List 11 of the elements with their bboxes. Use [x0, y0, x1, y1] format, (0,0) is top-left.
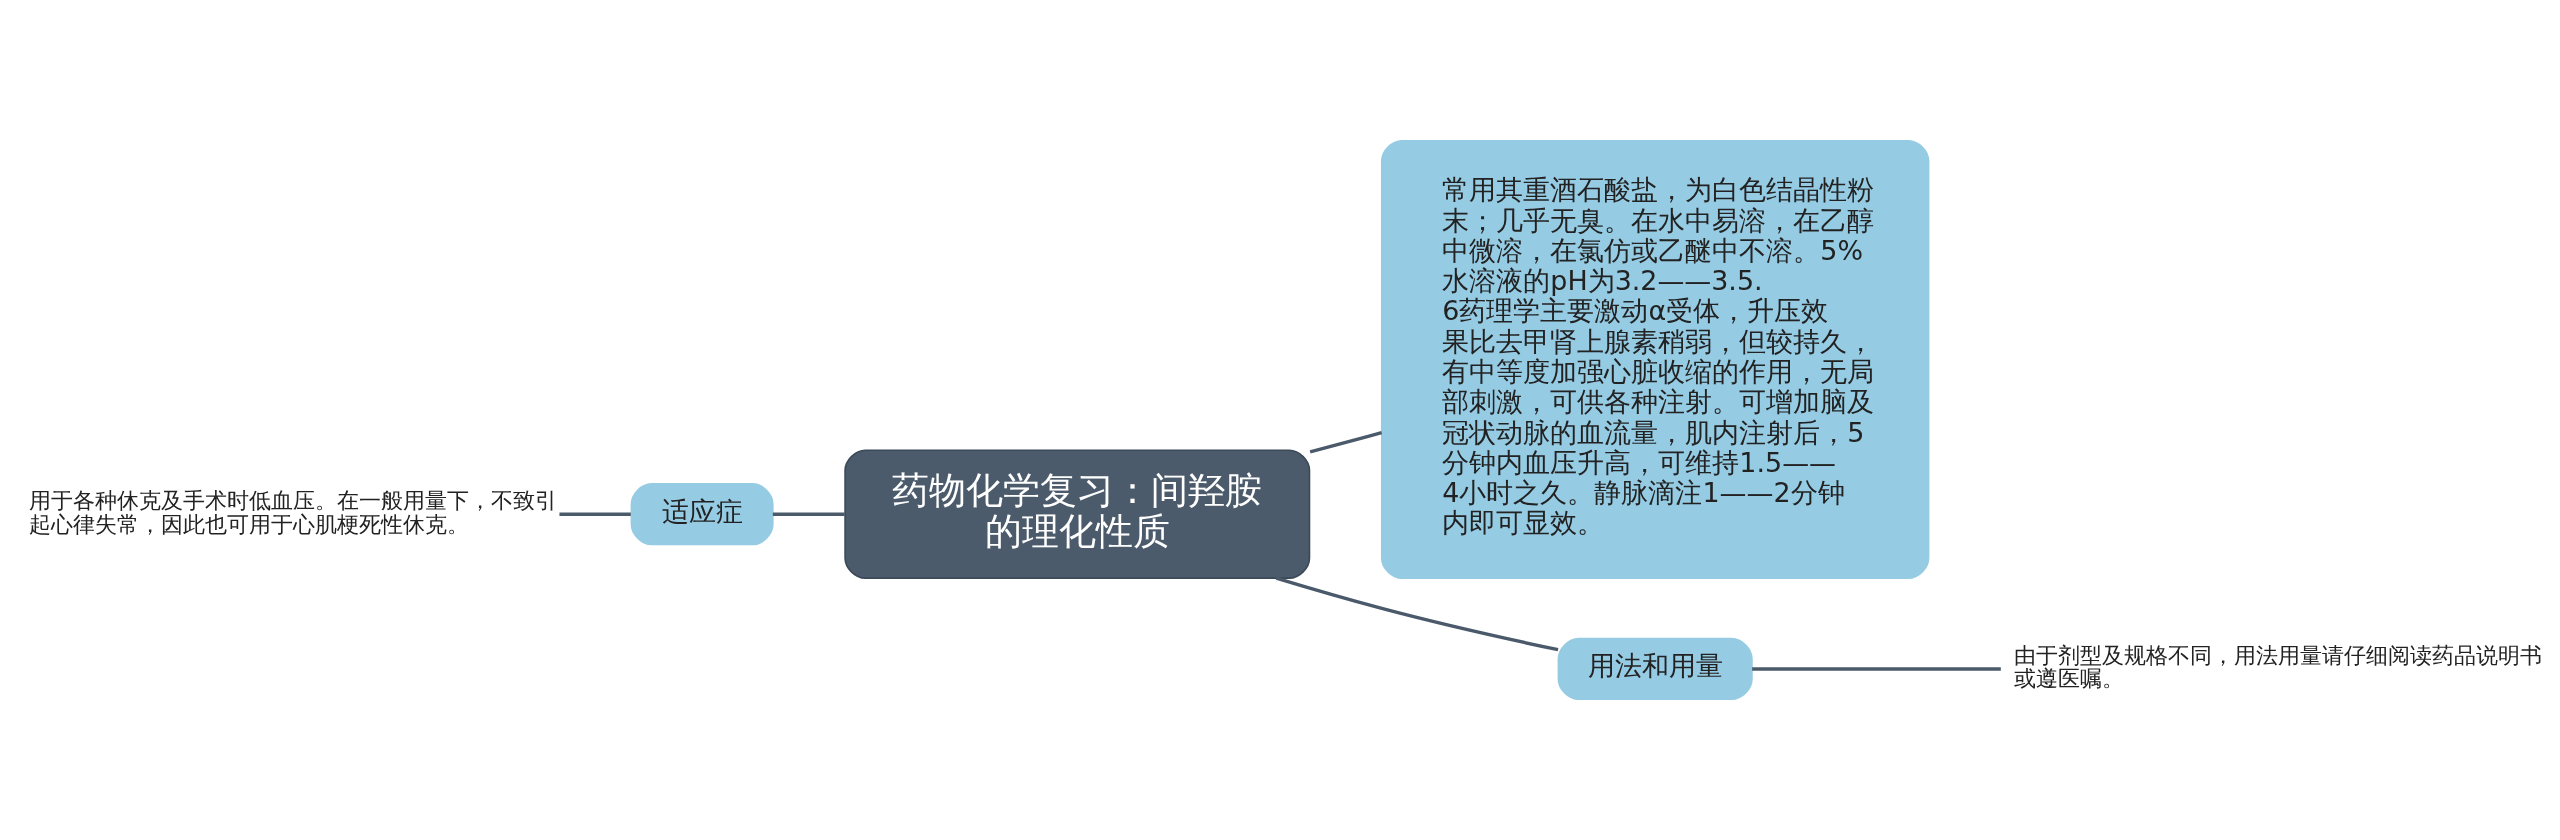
- node-text: 由于剂型及规格不同，用法用量请仔细阅读药品说明书或遵医嘱。: [2014, 642, 2543, 692]
- node-box: 常用其重酒石酸盐，为白色结晶性粉末；几乎无臭。在水中易溶，在乙醇中微溶，在氯仿或乙醚中不溶。5%水溶液的pH为3.2——3.5. 6药理学主要激动α受体，升压效果比去甲肾上腺素稍弱，但较持久，有中等度加强心脏收缩的作用，无局部刺激，可供各种注射。可增加脑及冠状动脉的血流量，肌内注射后，5分钟内血压升高，可维持1.5——4小时之久。静脉滴注1——2分钟内即可显效。: [1380, 139, 1930, 579]
- node-text: 用于各种休克及手术时低血压。在一般用量下，不致引起心律失常，因此也可用于心肌梗死性休克。: [29, 488, 558, 537]
- connector: [1309, 431, 1383, 454]
- connector: [559, 512, 631, 516]
- connector: [1752, 667, 2001, 671]
- node-box: 药物化学复习：间羟胺的理化性质: [844, 449, 1311, 579]
- connector: [772, 512, 845, 516]
- node-box: 适应症: [630, 483, 774, 546]
- connector: [1275, 576, 1559, 652]
- node-box: 用法和用量: [1557, 637, 1753, 701]
